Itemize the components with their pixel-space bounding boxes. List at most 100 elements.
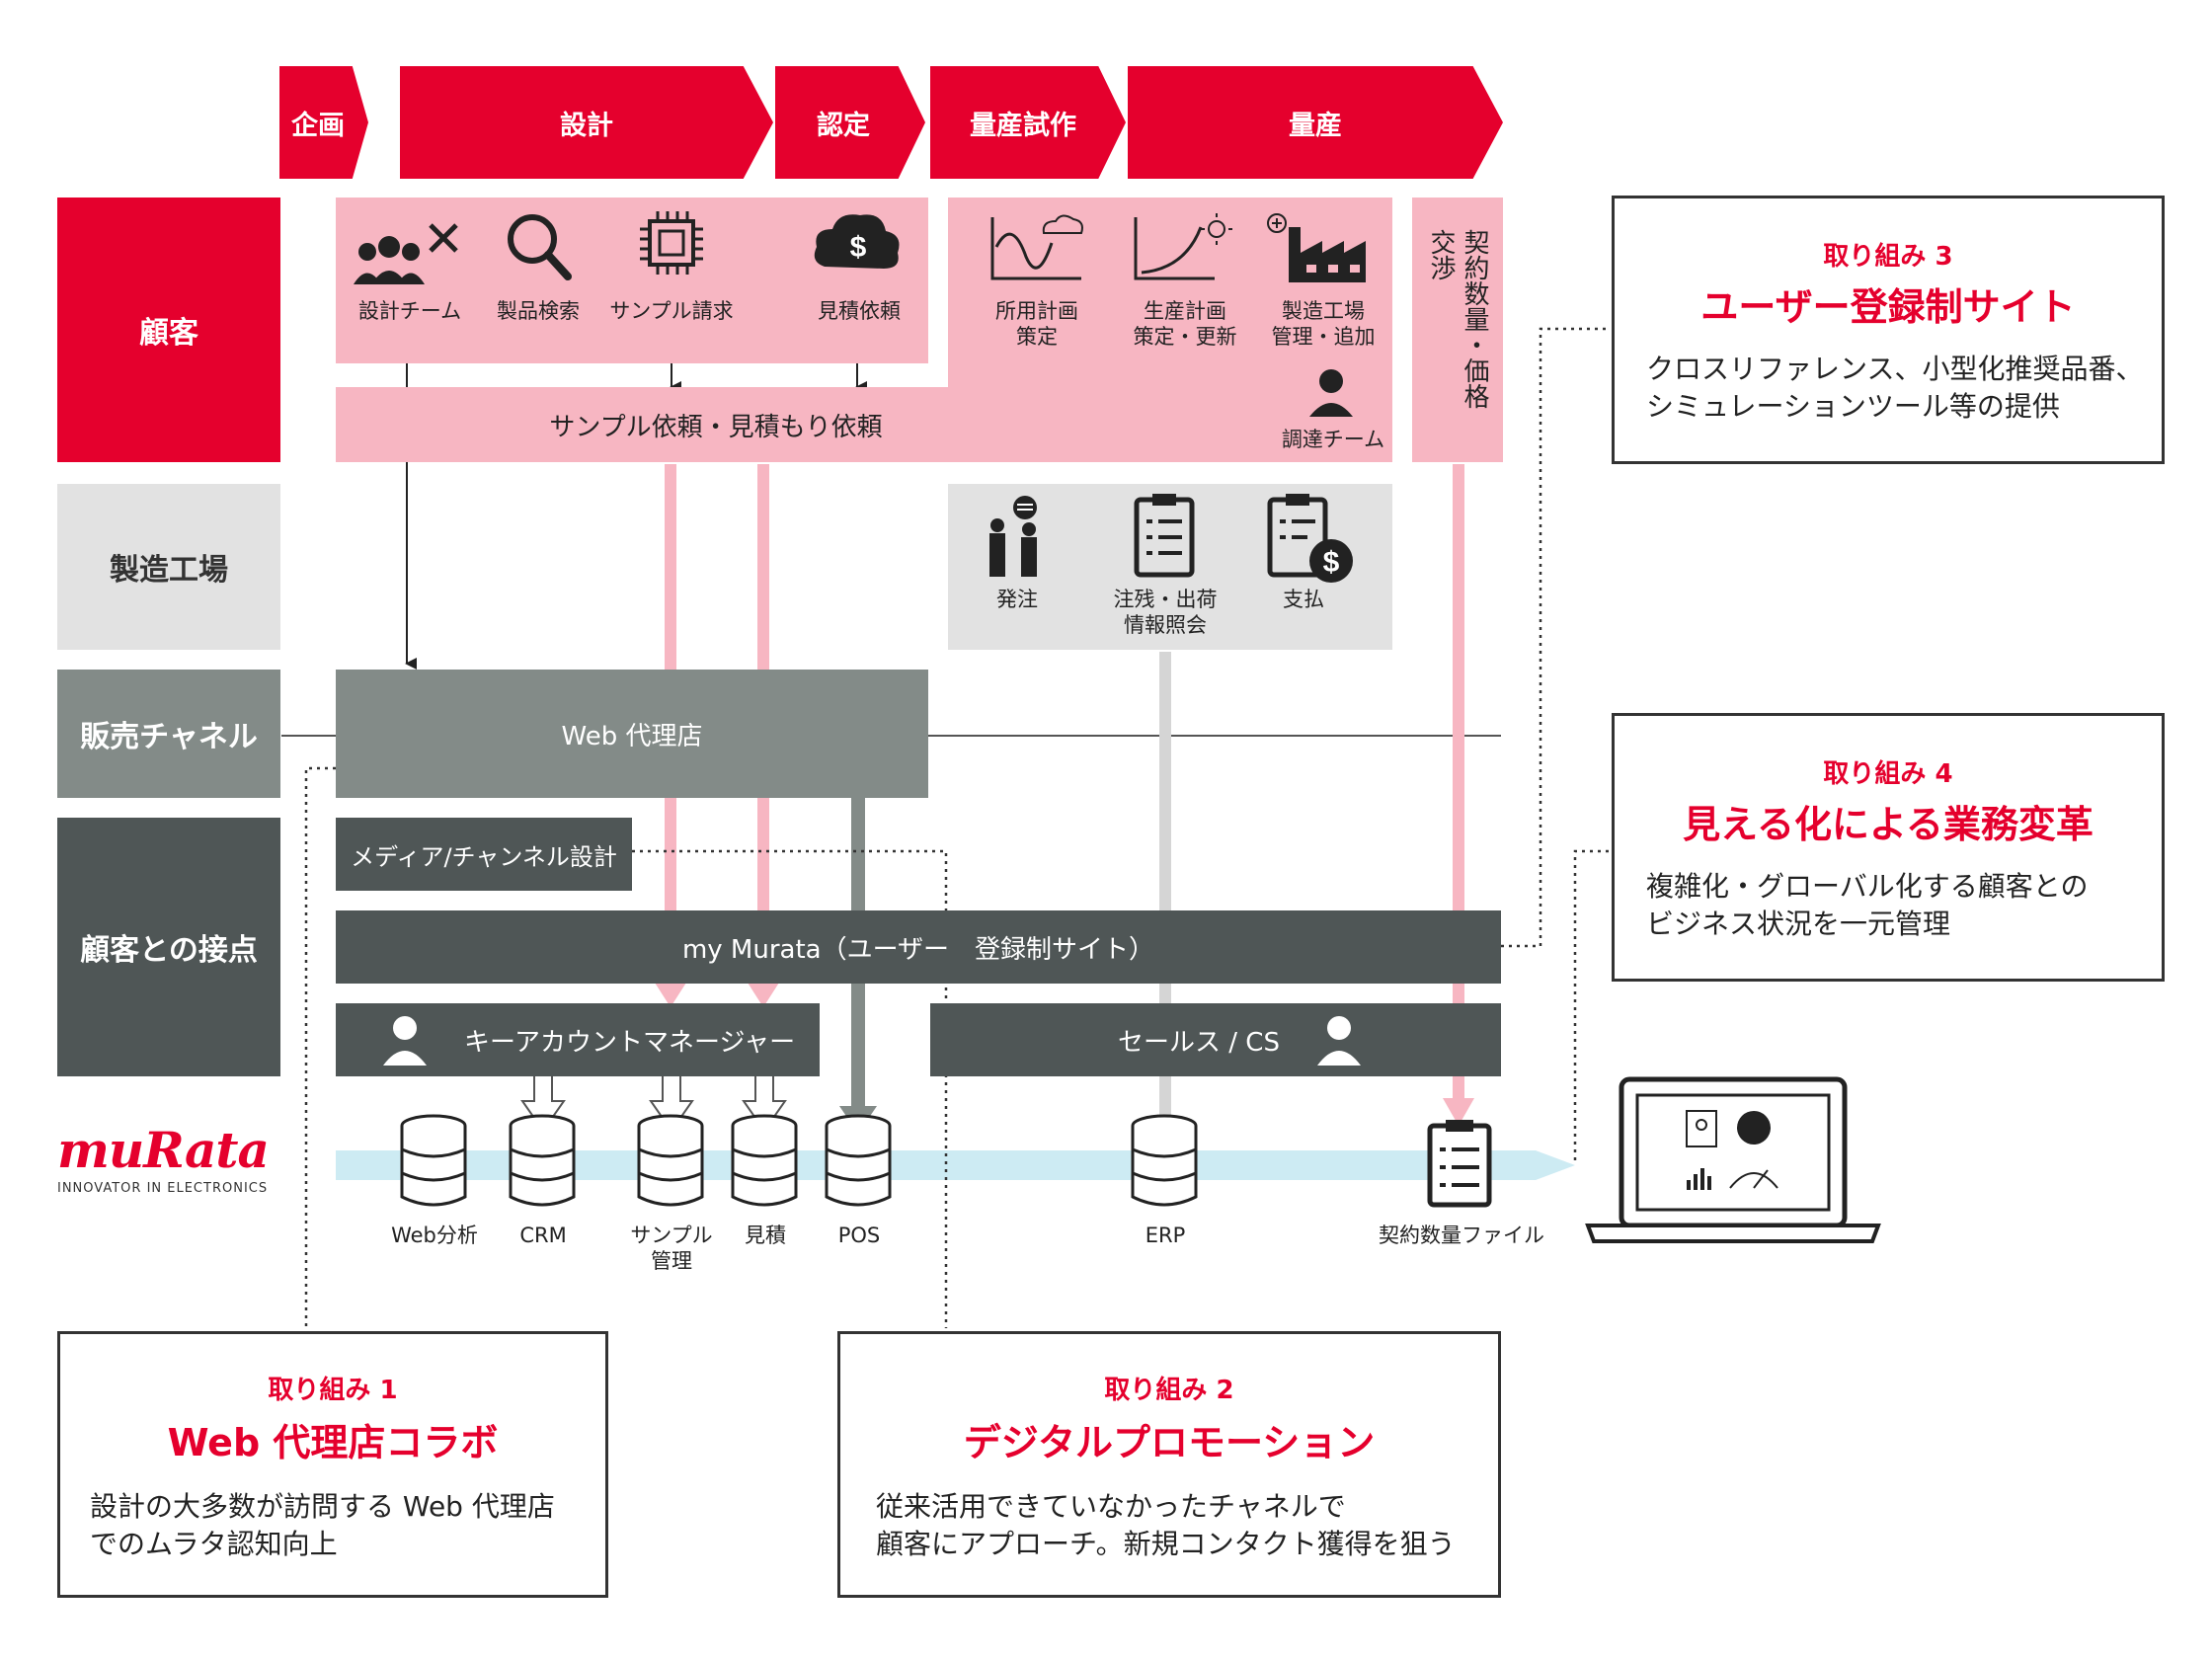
person-icon xyxy=(1309,369,1353,417)
phase-label: 量産 xyxy=(1289,110,1342,141)
design-team: 設計チーム xyxy=(346,207,474,326)
database-icon xyxy=(825,1114,892,1207)
phase-design: 設計 xyxy=(400,66,773,179)
database-icon xyxy=(637,1114,704,1207)
person-icon xyxy=(1316,1016,1361,1066)
my-murata-label: my Murata（ユーザー 登録制サイト） xyxy=(681,934,1155,965)
web-agency-label: Web 代理店 xyxy=(561,721,703,751)
chip-icon xyxy=(640,211,703,275)
order-status-inquiry: 注残・出荷 情報照会 xyxy=(1114,492,1218,640)
db-pos: POS xyxy=(825,1114,894,1272)
initiative-body: 設計の大多数が訪問する Web 代理店 でのムラタ認知向上 xyxy=(90,1490,555,1560)
initiative-card-1: 取り組み 1 Web 代理店コラボ 設計の大多数が訪問する Web 代理店 での… xyxy=(57,1331,608,1598)
db-label: 見積 xyxy=(745,1224,786,1247)
initiative-title: Web 代理店コラボ xyxy=(167,1421,499,1464)
people-chat-icon xyxy=(989,496,1037,577)
demand-planning: 所用計画 策定 xyxy=(983,207,1091,356)
demand-planning-label: 所用計画 策定 xyxy=(995,299,1078,349)
logo-tagline: INNOVATOR IN ELECTRONICS xyxy=(57,1181,269,1196)
db-label: ERP xyxy=(1145,1224,1186,1247)
db-label: サンプル 管理 xyxy=(630,1224,713,1273)
initiative-card-4: 取り組み 4 見える化による業務変革 複雑化・グローバル化する顧客との ビジネス… xyxy=(1612,713,2165,982)
clipboard-icon xyxy=(1427,1120,1492,1208)
sample-request-label: サンプル依頼・見積もり依頼 xyxy=(549,412,883,442)
database-icon xyxy=(1131,1114,1198,1207)
dollar-cloud-icon: $ xyxy=(814,214,900,269)
initiative-title: 見える化による業務変革 xyxy=(1683,803,2094,846)
customer-design-area xyxy=(336,198,928,363)
order-label: 発注 xyxy=(996,588,1038,611)
sales-cs: セールス / CS xyxy=(930,1003,1501,1076)
search-icon xyxy=(508,214,572,280)
initiative-card-3: 取り組み 3 ユーザー登録制サイト クロスリファレンス、小型化推奨品番、 シミュ… xyxy=(1612,196,2165,464)
initiative-kicker: 取り組み 2 xyxy=(1104,1376,1234,1405)
row-label-channel: 販売チャネル xyxy=(57,670,280,798)
database-icon xyxy=(400,1114,467,1207)
production-planning: 生産計画 策定・更新 xyxy=(1126,207,1244,356)
initiative-kicker: 取り組み 3 xyxy=(1823,242,1953,272)
svg-text:$: $ xyxy=(1323,546,1340,579)
sample-request-bar: サンプル依頼・見積もり依頼 xyxy=(336,387,1392,462)
database-icon xyxy=(731,1114,798,1207)
initiative-kicker: 取り組み 1 xyxy=(268,1376,398,1405)
payment-label: 支払 xyxy=(1283,588,1324,611)
row-label-customer: 顧客 xyxy=(57,198,280,462)
chart-weather-icon xyxy=(990,214,1083,280)
media-channel-design: メディア/チャンネル設計 xyxy=(336,818,632,891)
murata-logo: muRata INNOVATOR IN ELECTRONICS xyxy=(57,1126,284,1205)
factory-management-label: 製造工場 管理・追加 xyxy=(1271,299,1376,349)
contract-file: 契約数量ファイル xyxy=(1379,1116,1544,1264)
phase-planning: 企画 xyxy=(279,66,368,179)
phase-certification: 認定 xyxy=(775,66,925,179)
key-account-label: キーアカウントマネージャー xyxy=(464,1027,796,1058)
order-status-label: 注残・出荷 情報照会 xyxy=(1113,588,1218,637)
phase-label: 認定 xyxy=(817,110,870,141)
row-label-contact: 顧客との接点 xyxy=(57,818,280,1076)
quote-request: $ 見積依頼 xyxy=(805,207,913,326)
clipboard-dollar-icon: $ xyxy=(1267,494,1353,583)
initiative-title: ユーザー登録制サイト xyxy=(1700,285,2076,329)
initiative-body: クロスリファレンス、小型化推奨品番、 シミュレーションツール等の提供 xyxy=(1646,353,2144,423)
procurement-team: 調達チーム xyxy=(1274,367,1392,456)
production-planning-label: 生産計画 策定・更新 xyxy=(1133,299,1237,349)
product-search-label: 製品検索 xyxy=(497,299,580,323)
sample-request: サンプル請求 xyxy=(609,207,734,326)
media-channel-label: メディア/チャンネル設計 xyxy=(351,842,617,871)
product-search: 製品検索 xyxy=(489,207,588,326)
db-label: Web分析 xyxy=(391,1224,478,1247)
db-label: POS xyxy=(837,1224,881,1247)
database-icon xyxy=(509,1114,576,1207)
contract-file-label: 契約数量ファイル xyxy=(1379,1224,1544,1247)
person-icon xyxy=(383,1016,427,1066)
db-erp: ERP xyxy=(1131,1114,1200,1272)
initiative-body: 複雑化・グローバル化する顧客との ビジネス状況を一元管理 xyxy=(1646,870,2089,940)
contract-negotiation-label: 契約数量・価格交渉 xyxy=(1426,229,1489,409)
db-sample-management: サンプル 管理 xyxy=(630,1114,713,1273)
factory-icon xyxy=(1267,213,1366,282)
design-team-icon xyxy=(354,223,458,284)
key-account-manager: キーアカウントマネージャー xyxy=(336,1003,820,1076)
sales-cs-label: セールス / CS xyxy=(1118,1027,1280,1058)
phase-label: 量産試作 xyxy=(970,110,1076,141)
phase-label: 設計 xyxy=(560,110,613,141)
my-murata-bar: my Murata（ユーザー 登録制サイト） xyxy=(336,910,1501,984)
payment: $ 支払 xyxy=(1264,492,1363,640)
logo-wordmark: muRata xyxy=(57,1121,270,1179)
row-label-factory: 製造工場 xyxy=(57,484,280,650)
phase-label: 企画 xyxy=(291,110,345,141)
web-agency-box: Web 代理店 xyxy=(336,670,928,798)
procurement-team-label: 調達チーム xyxy=(1281,428,1385,451)
clipboard-icon xyxy=(1134,494,1195,578)
svg-text:$: $ xyxy=(850,231,867,264)
initiative-kicker: 取り組み 4 xyxy=(1823,759,1953,789)
order: 発注 xyxy=(978,492,1057,620)
contract-negotiation-box: 契約数量・価格交渉 xyxy=(1412,198,1503,462)
factory-management: 製造工場 管理・追加 xyxy=(1259,207,1387,356)
phase-pilot-production: 量産試作 xyxy=(930,66,1126,179)
initiative-card-2: 取り組み 2 デジタルプロモーション 従来活用できていなかったチャネルで 顧客に… xyxy=(837,1331,1501,1598)
db-web-analytics: Web分析 xyxy=(391,1114,478,1272)
db-quote: 見積 xyxy=(731,1114,800,1272)
laptop-icon xyxy=(1585,1076,1881,1243)
growth-chart-icon xyxy=(1134,213,1232,280)
initiative-body: 従来活用できていなかったチャネルで 顧客にアプローチ。新規コンタクト獲得を狙う xyxy=(876,1490,1456,1560)
